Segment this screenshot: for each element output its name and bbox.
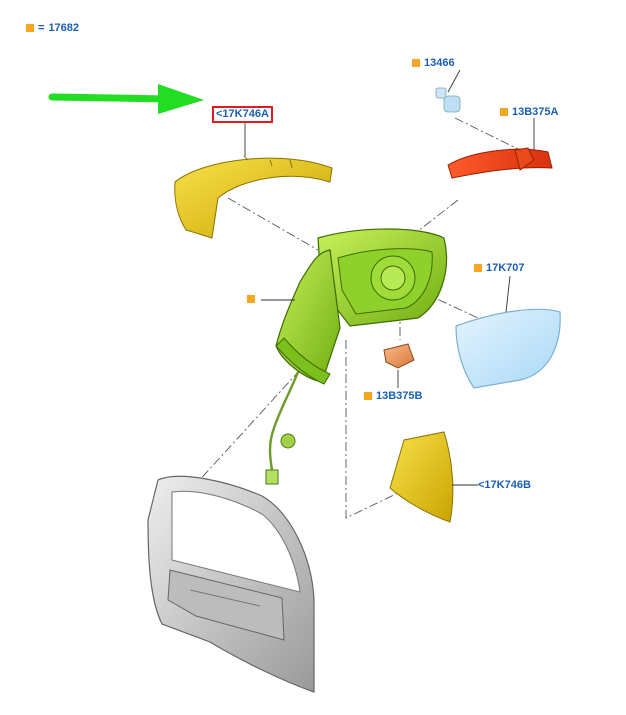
orange-square-icon [500, 108, 508, 116]
leader-lines [244, 69, 535, 486]
orange-square-icon [247, 295, 255, 303]
orange-square-icon [26, 24, 34, 32]
callout-13B375A[interactable]: 13B375A [500, 106, 558, 118]
legend-part-number[interactable]: 17682 [48, 22, 80, 34]
callout-17K746B[interactable]: <17K746B [478, 479, 531, 491]
orange-square-icon [412, 59, 420, 67]
pointer-arrow [48, 84, 204, 114]
front-door-panel[interactable] [147, 475, 315, 693]
callout-17K746A[interactable]: <17K746A [212, 106, 273, 123]
mirror-cover-upper[interactable] [174, 155, 333, 239]
mirror-glass[interactable] [455, 308, 561, 389]
puddle-lamp[interactable] [383, 343, 415, 369]
part-number-label[interactable]: <17K746B [478, 479, 531, 491]
mirror-housing-assembly[interactable] [275, 228, 448, 385]
part-number-label[interactable]: 17K707 [486, 262, 525, 274]
part-number-label[interactable]: 13B375B [376, 390, 423, 402]
part-number-label[interactable]: 13466 [424, 57, 455, 69]
highlighted-part-number-label[interactable]: <17K746A [212, 106, 273, 123]
lamp-bulb[interactable] [435, 87, 461, 113]
mirror-cover-lower[interactable] [389, 431, 454, 523]
callout-17K707[interactable]: 17K707 [474, 262, 525, 274]
callout-13466[interactable]: 13466 [412, 57, 455, 69]
wiring-harness[interactable] [265, 371, 300, 485]
legend: = 17682 [26, 22, 79, 34]
orange-square-icon [474, 264, 482, 272]
legend-equals: = [38, 22, 45, 34]
turn-signal-lamp-upper[interactable] [447, 147, 553, 179]
callout-13B375B[interactable]: 13B375B [364, 390, 422, 402]
part-number-label[interactable]: 13B375A [512, 106, 559, 118]
callout-unlabeled[interactable] [247, 295, 259, 303]
orange-square-icon [364, 392, 372, 400]
